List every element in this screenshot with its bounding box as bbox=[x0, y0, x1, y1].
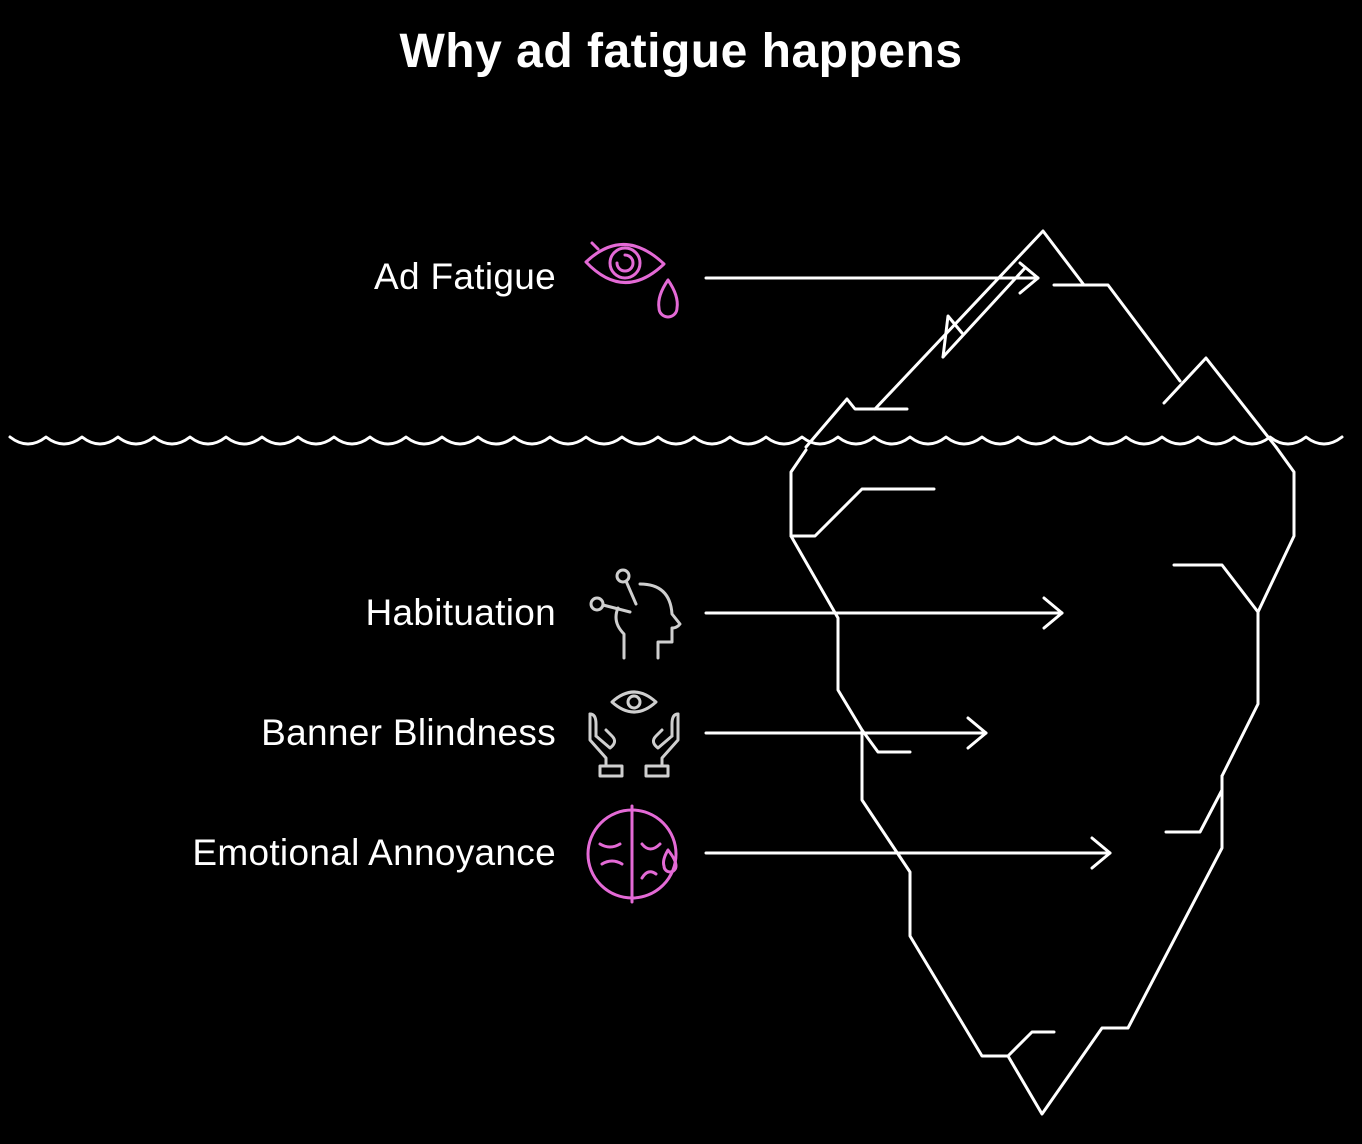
iceberg-body bbox=[789, 445, 1296, 1116]
arrow-habituation bbox=[704, 596, 1064, 630]
iceberg-tip bbox=[804, 229, 1278, 449]
label-habituation: Habituation bbox=[365, 592, 556, 633]
head-with-pins-icon bbox=[589, 568, 682, 660]
diagram-title: Why ad fatigue happens bbox=[399, 25, 963, 78]
sad-crying-face-icon bbox=[586, 804, 678, 904]
crying-eye-icon bbox=[584, 241, 679, 319]
arrow-emotional-annoyance bbox=[704, 836, 1112, 870]
label-ad-fatigue: Ad Fatigue bbox=[374, 256, 556, 297]
label-banner-blindness: Banner Blindness bbox=[261, 712, 556, 753]
label-emotional-annoyance: Emotional Annoyance bbox=[192, 832, 556, 873]
arrow-banner-blindness bbox=[704, 716, 988, 750]
hands-with-eye-icon bbox=[588, 690, 680, 778]
arrow-ad-fatigue bbox=[704, 261, 1040, 295]
water-surface-line bbox=[8, 435, 1344, 446]
